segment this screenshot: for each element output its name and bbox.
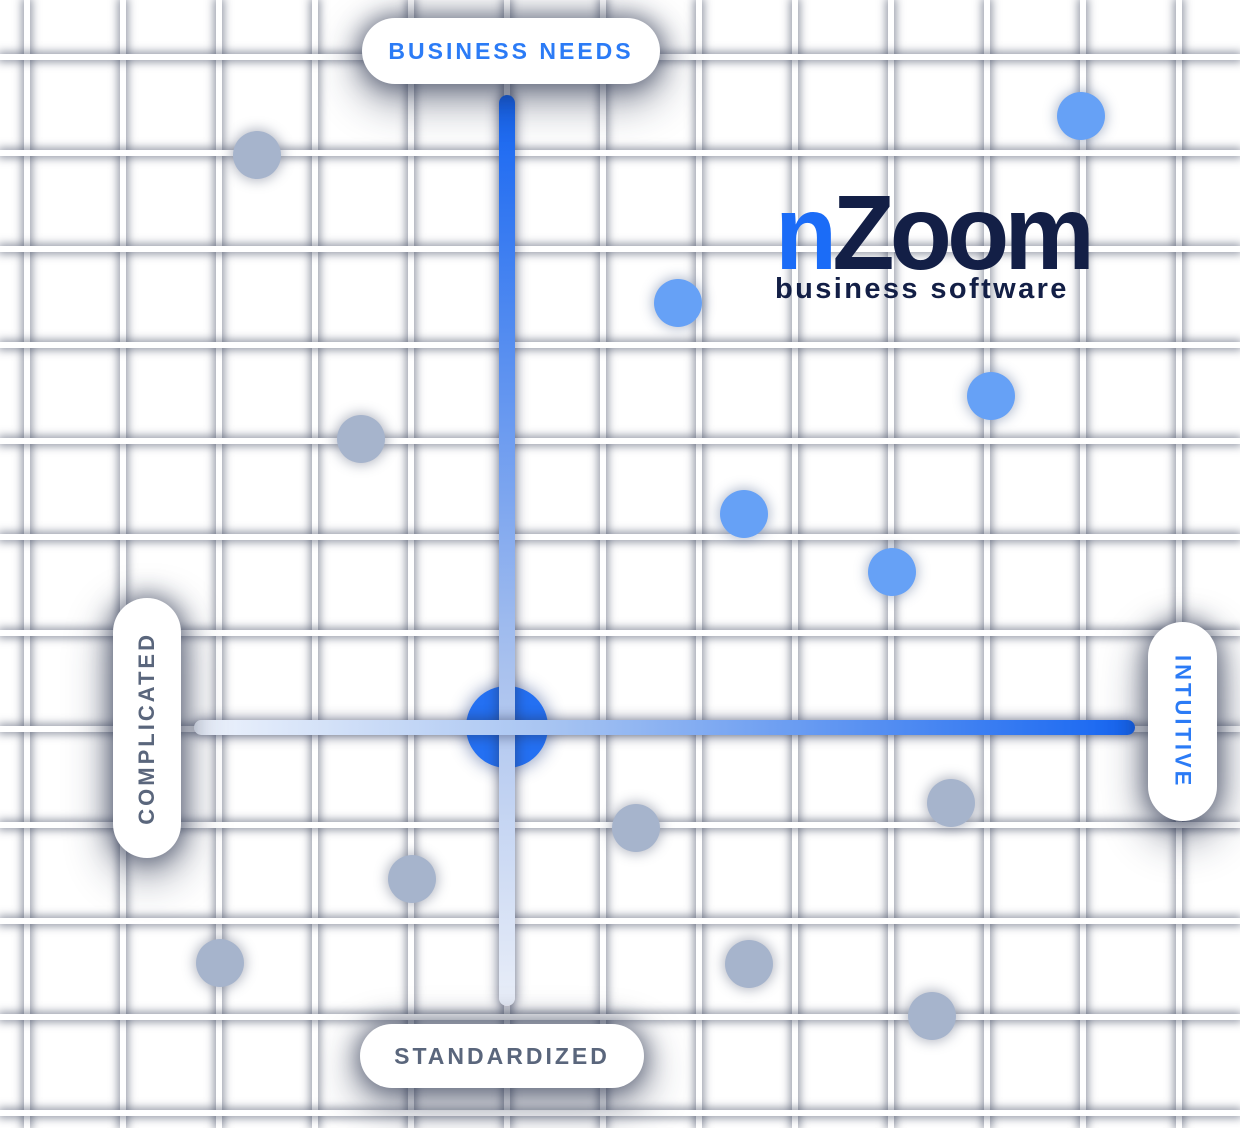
nzoom-logo: nZoom business software bbox=[775, 180, 1103, 306]
grid-line-vertical bbox=[216, 0, 222, 1128]
grid-line-vertical bbox=[312, 0, 318, 1128]
scatter-dot-gray bbox=[196, 939, 244, 987]
scatter-dot-gray bbox=[612, 804, 660, 852]
grid-line-vertical bbox=[792, 0, 798, 1128]
scatter-dot-blue bbox=[967, 372, 1015, 420]
scatter-dot-gray bbox=[927, 779, 975, 827]
grid-line-horizontal bbox=[0, 918, 1240, 924]
grid-line-vertical bbox=[696, 0, 702, 1128]
scatter-dot-gray bbox=[337, 415, 385, 463]
grid-line-horizontal bbox=[0, 630, 1240, 636]
grid-line-vertical bbox=[1176, 0, 1182, 1128]
axis-label-business-needs: BUSINESS NEEDS bbox=[362, 18, 660, 84]
horizontal-axis-line bbox=[194, 720, 1135, 735]
grid-line-vertical bbox=[1080, 0, 1086, 1128]
scatter-dot-gray bbox=[725, 940, 773, 988]
axis-label-left-text: COMPLICATED bbox=[134, 631, 159, 825]
grid-line-horizontal bbox=[0, 150, 1240, 156]
grid-line-vertical bbox=[120, 0, 126, 1128]
grid-line-horizontal bbox=[0, 438, 1240, 444]
grid-line-horizontal bbox=[0, 342, 1240, 348]
scatter-dot-blue bbox=[868, 548, 916, 596]
logo-prefix: n bbox=[775, 174, 837, 292]
scatter-dot-gray bbox=[233, 131, 281, 179]
grid-line-vertical bbox=[600, 0, 606, 1128]
logo-wordmark: nZoom bbox=[775, 180, 1095, 286]
scatter-dot-blue bbox=[1057, 92, 1105, 140]
axis-label-top-text: BUSINESS NEEDS bbox=[388, 37, 634, 64]
vertical-axis-line bbox=[499, 95, 515, 1006]
logo-name: Zoom bbox=[832, 174, 1095, 292]
axis-label-complicated: COMPLICATED bbox=[113, 598, 181, 858]
logo-tagline: business software bbox=[775, 273, 1069, 305]
grid-line-vertical bbox=[408, 0, 414, 1128]
scatter-dot-gray bbox=[388, 855, 436, 903]
axis-label-right-text: INTUITIVE bbox=[1170, 654, 1196, 789]
axis-label-intuitive: INTUITIVE bbox=[1148, 622, 1217, 821]
grid-line-horizontal bbox=[0, 534, 1240, 540]
axis-label-standardized: STANDARDIZED bbox=[360, 1024, 644, 1088]
axis-label-bottom-text: STANDARDIZED bbox=[394, 1042, 610, 1069]
grid-line-horizontal bbox=[0, 1110, 1240, 1116]
grid-line-vertical bbox=[24, 0, 30, 1128]
scatter-dot-blue bbox=[720, 490, 768, 538]
grid-line-horizontal bbox=[0, 1014, 1240, 1020]
scatter-dot-blue bbox=[654, 279, 702, 327]
scatter-dot-gray bbox=[908, 992, 956, 1040]
grid-line-vertical bbox=[984, 0, 990, 1128]
grid-line-horizontal bbox=[0, 246, 1240, 252]
